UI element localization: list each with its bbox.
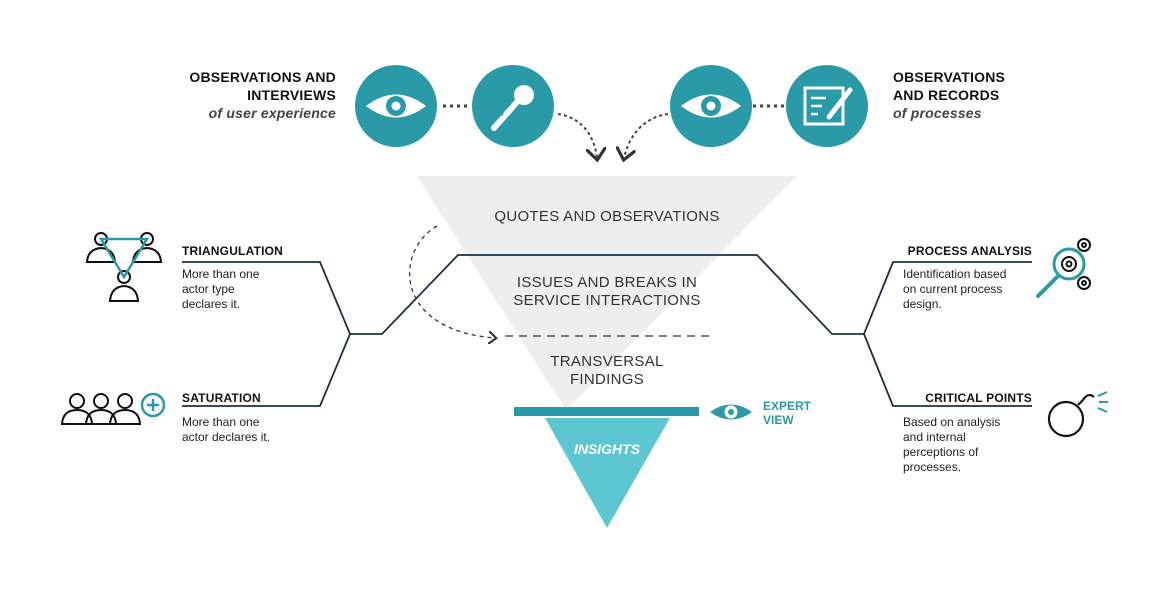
triangulation-label: TRIANGULATION bbox=[182, 244, 284, 258]
top-left-title: OBSERVATIONS AND INTERVIEWS of user expe… bbox=[150, 68, 336, 122]
desc-line: perceptions of bbox=[903, 445, 979, 459]
top-right-eye-icon bbox=[670, 65, 752, 147]
expert-eye-icon bbox=[710, 404, 752, 420]
funnel-stage-transversal-line2: FINDINGS bbox=[569, 371, 645, 388]
expert-view-label: EXPERT VIEW bbox=[763, 399, 833, 427]
feedback-dashed-arrow bbox=[409, 225, 495, 338]
desc-line: Based on analysis bbox=[903, 415, 1001, 429]
microphone-icon bbox=[472, 65, 554, 147]
expert-view-line2: VIEW bbox=[763, 413, 794, 427]
funnel-stage-issues: ISSUES AND BREAKS IN SERVICE INTERACTION… bbox=[467, 274, 747, 310]
process-analysis-description: Identification based on current process … bbox=[903, 267, 1043, 312]
funnel-stage-transversal-line1: TRANSVERSAL bbox=[550, 353, 664, 370]
desc-line: actor declares it. bbox=[182, 430, 271, 444]
left-connector-lines bbox=[182, 254, 1032, 407]
top-right-title: OBSERVATIONS AND RECORDS of processes bbox=[893, 68, 1073, 122]
gear-magnifier-icon bbox=[1036, 238, 1091, 298]
expert-bar bbox=[514, 407, 699, 416]
triangulation-people-icon bbox=[85, 232, 163, 302]
saturation-label: SATURATION bbox=[182, 391, 261, 405]
insights-triangle bbox=[545, 418, 670, 528]
funnel-body bbox=[417, 176, 797, 410]
desc-line: on current process bbox=[903, 282, 1003, 296]
top-right-title-line1: OBSERVATIONS bbox=[893, 69, 1006, 85]
funnel-insights-label: INSIGHTS bbox=[573, 441, 641, 457]
saturation-description: More than one actor declares it. bbox=[182, 415, 322, 445]
top-left-eye-icon bbox=[355, 65, 437, 147]
critical-points-description: Based on analysis and internal perceptio… bbox=[903, 415, 1033, 475]
expert-view-line1: EXPERT bbox=[763, 399, 812, 413]
top-left-title-line1: OBSERVATIONS AND bbox=[189, 69, 336, 85]
desc-line: Identification based bbox=[903, 267, 1007, 281]
triangulation-description: More than one actor type declares it. bbox=[182, 267, 312, 312]
top-right-subtitle: of processes bbox=[893, 105, 982, 121]
funnel-stage-transversal: TRANSVERSAL FINDINGS bbox=[507, 353, 707, 389]
top-right-title-line2: AND RECORDS bbox=[893, 87, 1000, 103]
desc-line: More than one bbox=[182, 415, 260, 429]
funnel-stage-issues-line1: ISSUES AND BREAKS IN bbox=[516, 274, 698, 291]
desc-line: design. bbox=[903, 297, 942, 311]
desc-line: processes. bbox=[903, 460, 962, 474]
top-right-arrow bbox=[624, 113, 669, 158]
critical-points-label: CRITICAL POINTS bbox=[925, 391, 1032, 405]
top-left-subtitle: of user experience bbox=[208, 105, 336, 121]
desc-line: actor type bbox=[182, 282, 235, 296]
top-left-title-line2: INTERVIEWS bbox=[247, 87, 336, 103]
desc-line: More than one bbox=[182, 267, 260, 281]
bomb-icon bbox=[1047, 391, 1108, 438]
funnel-stage-quotes: QUOTES AND OBSERVATIONS bbox=[494, 208, 720, 225]
people-plus-icon bbox=[60, 392, 166, 425]
funnel-stage-issues-line2: SERVICE INTERACTIONS bbox=[513, 292, 701, 309]
form-edit-icon bbox=[786, 65, 868, 147]
process-analysis-label: PROCESS ANALYSIS bbox=[907, 244, 1032, 258]
top-left-arrow bbox=[557, 113, 597, 158]
desc-line: declares it. bbox=[182, 297, 241, 311]
desc-line: and internal bbox=[903, 430, 966, 444]
